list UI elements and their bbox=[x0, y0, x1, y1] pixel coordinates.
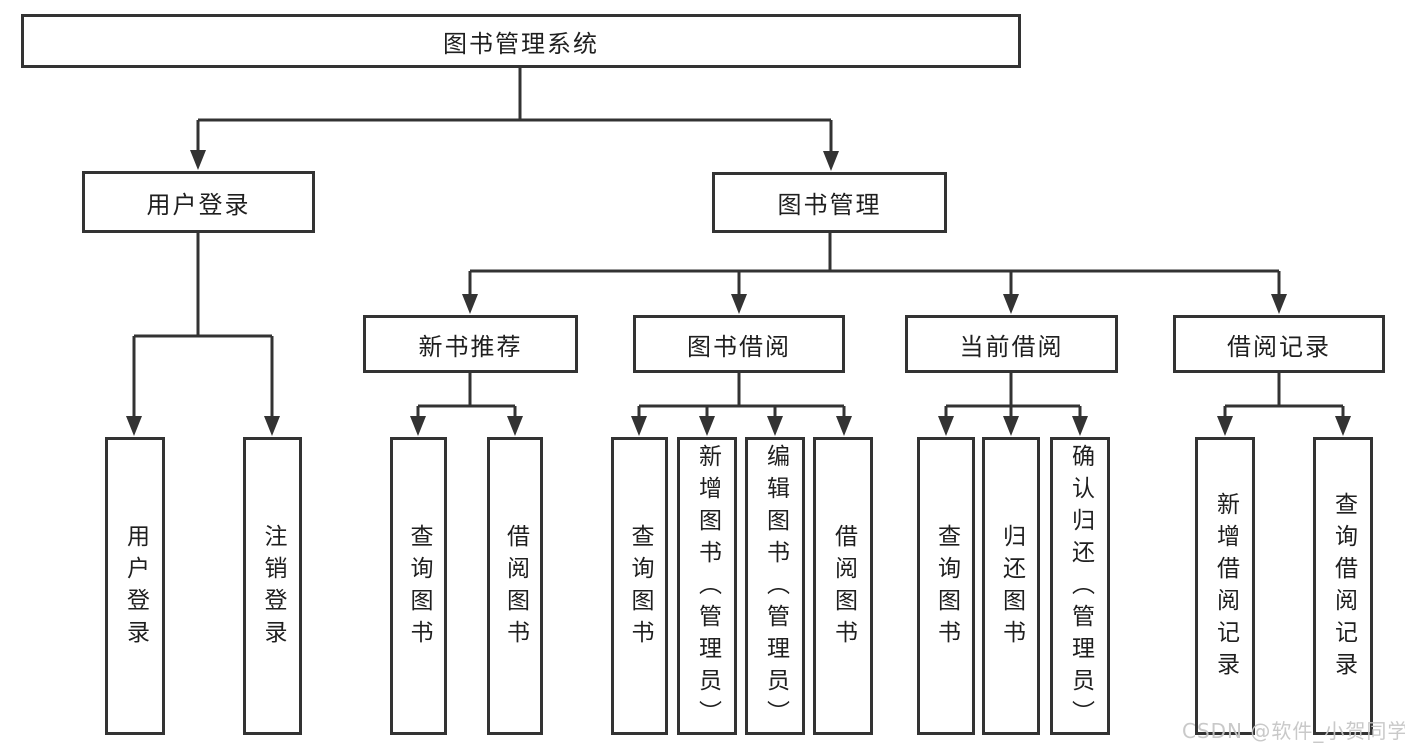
connector-current-borrow bbox=[944, 373, 1082, 419]
arrow-down-icon bbox=[1217, 416, 1233, 436]
arrow-down-icon bbox=[1003, 294, 1019, 314]
arrow-down-icon bbox=[462, 294, 478, 314]
leaf-user-login: 用户登录 bbox=[105, 437, 165, 735]
leaf-query-books-recommend: 查询图书 bbox=[390, 437, 447, 735]
arrow-down-icon bbox=[264, 416, 280, 436]
connector-user-login bbox=[132, 233, 274, 418]
leaf-add-books-admin: 新增图书（管理员） bbox=[677, 437, 737, 735]
leaf-add-borrow-record: 新增借阅记录 bbox=[1195, 437, 1255, 735]
arrow-down-icon bbox=[1335, 416, 1351, 436]
arrow-down-icon bbox=[1072, 416, 1088, 436]
connector-book-management bbox=[468, 233, 1281, 296]
connector-borrow-records bbox=[1223, 373, 1345, 419]
node-book-management: 图书管理 bbox=[712, 172, 947, 233]
arrow-down-icon bbox=[507, 416, 523, 436]
node-user-login: 用户登录 bbox=[82, 171, 315, 233]
node-book-borrowing: 图书借阅 bbox=[633, 315, 845, 373]
connector-root bbox=[196, 68, 833, 153]
leaf-confirm-return-admin: 确认归还（管理员） bbox=[1050, 437, 1110, 735]
node-current-borrowing: 当前借阅 bbox=[905, 315, 1118, 373]
arrowheads bbox=[126, 150, 1351, 436]
arrow-down-icon bbox=[126, 416, 142, 436]
arrow-down-icon bbox=[836, 416, 852, 436]
arrow-down-icon bbox=[631, 416, 647, 436]
connector-lines bbox=[132, 68, 1345, 419]
arrow-down-icon bbox=[410, 416, 426, 436]
leaf-borrow-books: 借阅图书 bbox=[813, 437, 873, 735]
leaf-edit-books-admin: 编辑图书（管理员） bbox=[745, 437, 805, 735]
arrow-down-icon bbox=[699, 416, 715, 436]
node-library-system: 图书管理系统 bbox=[21, 14, 1021, 68]
csdn-watermark: CSDN @软件_小贺同学 bbox=[1182, 719, 1405, 743]
leaf-return-books: 归还图书 bbox=[982, 437, 1040, 735]
leaf-logout: 注销登录 bbox=[243, 437, 302, 735]
leaf-query-books-current: 查询图书 bbox=[917, 437, 975, 735]
leaf-borrow-books-recommend: 借阅图书 bbox=[487, 437, 543, 735]
leaf-query-books-borrow: 查询图书 bbox=[611, 437, 668, 735]
arrow-down-icon bbox=[767, 416, 783, 436]
arrow-down-icon bbox=[1003, 416, 1019, 436]
connector-new-book bbox=[416, 373, 517, 419]
connector-book-borrow bbox=[637, 373, 846, 419]
arrow-down-icon bbox=[731, 294, 747, 314]
leaf-query-borrow-record: 查询借阅记录 bbox=[1313, 437, 1373, 735]
arrow-down-icon bbox=[1271, 294, 1287, 314]
arrow-down-icon bbox=[938, 416, 954, 436]
arrow-down-icon bbox=[190, 150, 206, 170]
arrow-down-icon bbox=[823, 151, 839, 171]
node-new-book-recommendation: 新书推荐 bbox=[363, 315, 578, 373]
node-borrowing-records: 借阅记录 bbox=[1173, 315, 1385, 373]
